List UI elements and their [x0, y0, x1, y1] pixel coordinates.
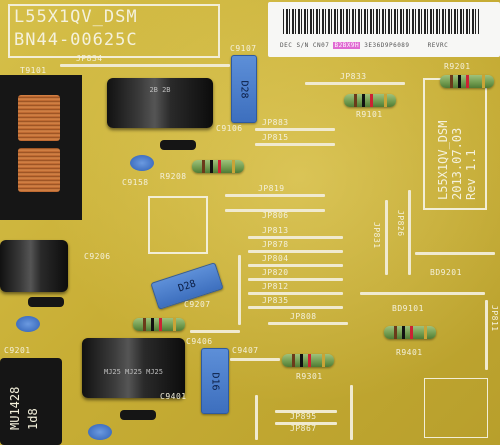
capacitor-left: [0, 240, 68, 292]
resistor-r9208: [182, 160, 254, 173]
smd-cap-3: [88, 424, 112, 440]
trace: [248, 250, 343, 253]
transformer-coil-top: [18, 95, 60, 141]
label-jp808: JP808: [290, 312, 317, 321]
trace: [275, 422, 337, 425]
trace: [408, 190, 411, 275]
label-c9106: C9106: [216, 124, 243, 133]
label-jp819: JP819: [258, 184, 285, 193]
capacitor-bottom: MJ25 MJ25 MJ25: [82, 338, 185, 398]
model-top-text: L55X1QV_DSM: [14, 7, 138, 27]
transformer-coil-bottom: [18, 148, 60, 192]
trace: [305, 82, 405, 85]
resistor-r9301: [272, 354, 344, 367]
smd-cap-2: [16, 316, 40, 332]
resistor-r9101: [334, 94, 406, 107]
trace: [268, 322, 348, 325]
trace: [248, 278, 343, 281]
trace: [255, 143, 335, 146]
label-jp895: JP895: [290, 412, 317, 421]
barcode: [283, 9, 479, 34]
label-bd9201: BD9201: [430, 268, 462, 277]
trace: [190, 330, 240, 333]
trace: [255, 395, 258, 440]
label-jp831: JP831: [372, 222, 381, 249]
label-c9207: C9207: [184, 300, 211, 309]
diode-d28-top: D28: [231, 55, 257, 123]
resistor-r9201: [430, 75, 500, 88]
label-jp833: JP833: [340, 72, 367, 81]
trace: [248, 306, 343, 309]
trace: [248, 264, 343, 267]
label-jp867: JP867: [290, 424, 317, 433]
label-c9107: C9107: [230, 44, 257, 53]
label-jp878: JP878: [262, 240, 289, 249]
sticker-highlight: B2BX9H: [333, 42, 361, 49]
label-r9201: R9201: [444, 62, 471, 71]
diode-d16: D16: [201, 348, 229, 414]
trace: [255, 128, 335, 131]
label-jp826: JP826: [396, 210, 405, 237]
sticker-text: DEC S/N CN07 B2BX9H 3E36D9P6089 REVRC: [280, 42, 449, 49]
label-jp815: JP815: [262, 133, 289, 142]
label-bd9101: BD9101: [392, 304, 424, 313]
model-bottom-text: BN44-00625C: [14, 30, 138, 50]
label-r9301: R9301: [296, 372, 323, 381]
label-c9401: C9401: [160, 392, 187, 401]
trace: [60, 64, 230, 67]
trace: [225, 209, 325, 212]
capacitor-top: 2B 2B: [107, 78, 213, 128]
label-jp811: JP811: [490, 305, 499, 332]
ic-text-top: MU1428: [8, 386, 22, 430]
small-diode-2: [28, 297, 64, 307]
ic-text-bottom: 1d8: [26, 408, 40, 430]
label-jp812: JP812: [262, 282, 289, 291]
resistor-r9401: [374, 326, 446, 339]
trace: [415, 252, 495, 255]
label-r9101: R9101: [356, 110, 383, 119]
label-c9201: C9201: [4, 346, 31, 355]
trace: [225, 194, 325, 197]
smd-cap-1: [130, 155, 154, 171]
label-jp820: JP820: [262, 268, 289, 277]
trace: [230, 358, 280, 361]
info-text: L55X1QV_DSM 2013.07.03 Rev 1.1: [436, 120, 478, 200]
label-jp834: JP834: [76, 54, 103, 63]
ic-module: [0, 358, 62, 445]
trace: [248, 292, 343, 295]
trace: [485, 300, 488, 370]
trace: [238, 255, 241, 325]
silk-square: [148, 196, 208, 254]
label-c9406: C9406: [186, 337, 213, 346]
small-diode-3: [120, 410, 156, 420]
label-jp835: JP835: [262, 296, 289, 305]
label-r9401: R9401: [396, 348, 423, 357]
small-diode-1: [160, 140, 196, 150]
label-c9206: C9206: [84, 252, 111, 261]
resistor-mid-left: [123, 318, 195, 331]
trace: [385, 200, 388, 275]
label-jp804: JP804: [262, 254, 289, 263]
label-c9158: C9158: [122, 178, 149, 187]
label-jp813: JP813: [262, 226, 289, 235]
label-jp806: JP806: [262, 211, 289, 220]
label-t9101: T9101: [20, 66, 47, 75]
silk-table: [424, 378, 488, 438]
trace: [360, 292, 485, 295]
label-r9208: R9208: [160, 172, 187, 181]
model-box: [8, 4, 220, 58]
label-jp883: JP883: [262, 118, 289, 127]
trace: [275, 410, 337, 413]
trace: [248, 236, 343, 239]
trace: [350, 385, 353, 440]
label-c9407: C9407: [232, 346, 259, 355]
